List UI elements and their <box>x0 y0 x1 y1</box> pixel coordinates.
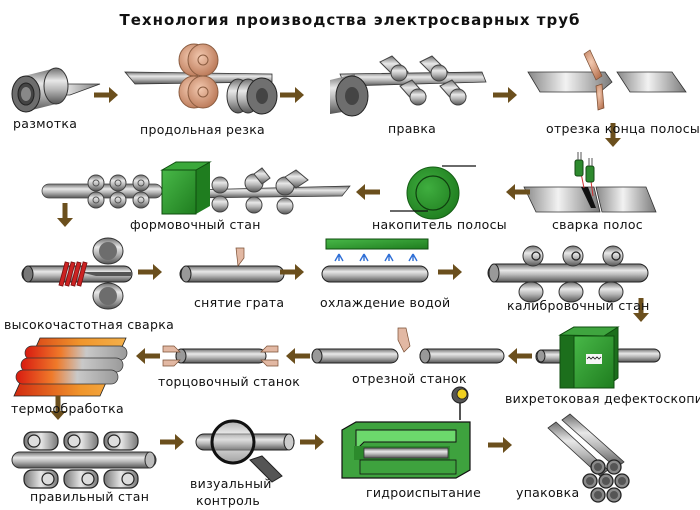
step-label-hydrotest: гидроиспытание <box>366 485 482 500</box>
step-label-forming-mill: формовочный стан <box>130 217 261 232</box>
step-label-strip-end-cutting: отрезка конца полосы <box>546 121 700 136</box>
step-label-hf-welding: высокочастотная сварка <box>4 317 175 332</box>
flow-arrow-11-to-12 <box>633 298 649 322</box>
coil-unwinding-icon <box>11 67 101 113</box>
sizing-mill-icon <box>487 245 649 303</box>
strip-end-cutting-icon <box>527 49 687 111</box>
flow-arrow-10-to-11 <box>438 264 462 280</box>
deburring-icon <box>179 247 285 283</box>
step-label-deburring: снятие грата <box>194 295 285 310</box>
step-label-cutoff-machine: отрезной станок <box>352 371 467 386</box>
flow-arrow-6-to-7 <box>356 184 380 200</box>
flow-arrow-9-to-10 <box>280 264 304 280</box>
flow-arrow-1-to-2 <box>94 87 118 103</box>
step-label-visual-inspection-line1: визуальный <box>190 476 272 491</box>
flow-arrow-8-to-9 <box>138 264 162 280</box>
step-label-slitting: продольная резка <box>140 122 266 137</box>
strip-welding-icon <box>523 152 657 213</box>
flow-arrow-2-to-3 <box>280 87 304 103</box>
flow-arrow-13-to-14 <box>286 348 310 364</box>
hydrotest-icon <box>341 386 471 479</box>
heat-treatment-icon <box>13 337 128 397</box>
flow-arrow-16-to-17 <box>160 434 184 450</box>
step-label-unwinding: размотка <box>13 116 78 131</box>
step-label-straightening-mill: правильный стан <box>30 489 150 504</box>
slitting-rollers-icon <box>124 43 278 115</box>
straightening-mill-icon <box>11 431 157 489</box>
step-label-water-cooling: охлаждение водой <box>320 295 451 310</box>
flow-arrow-18-to-19 <box>488 437 512 453</box>
flow-arrow-5-to-6 <box>506 184 530 200</box>
flow-arrow-12-to-13 <box>508 348 532 364</box>
pipe-bundle-icon <box>547 413 630 503</box>
flow-arrow-15-to-16 <box>50 396 66 420</box>
flow-arrow-4-to-5 <box>605 123 621 147</box>
step-label-strip-welding: сварка полос <box>552 217 643 232</box>
step-label-straightening: правка <box>388 121 437 136</box>
straightening-rollers-icon <box>330 55 487 117</box>
flow-arrow-3-to-4 <box>493 87 517 103</box>
forming-mill-icon <box>41 161 351 215</box>
step-label-packaging: упаковка <box>516 485 580 500</box>
flow-arrow-14-to-15 <box>136 348 160 364</box>
flow-arrows <box>50 87 649 453</box>
step-label-accumulator: накопитель полосы <box>372 217 507 232</box>
step-label-eddy-current: вихретоковая дефектоскопия <box>505 391 700 406</box>
cutoff-machine-icon <box>311 327 505 364</box>
hf-welding-icon <box>21 237 133 310</box>
step-label-visual-inspection-line2: контроль <box>196 493 260 508</box>
eddy-current-testing-icon <box>535 326 661 389</box>
flow-arrow-17-to-18 <box>300 434 324 450</box>
diagram-title: Технология производства электросварных т… <box>119 11 581 29</box>
facing-machine-icon <box>162 345 279 367</box>
step-label-facing-machine: торцовочный станок <box>158 374 301 389</box>
strip-accumulator-icon <box>390 165 476 220</box>
magnifier-inspection-icon <box>195 419 295 483</box>
step-label-sizing-mill: калибровочный стан <box>507 298 650 313</box>
step-label-heat-treatment: термообработка <box>11 401 124 416</box>
flow-arrow-7-to-8 <box>57 203 73 227</box>
water-cooling-icon <box>321 238 429 283</box>
